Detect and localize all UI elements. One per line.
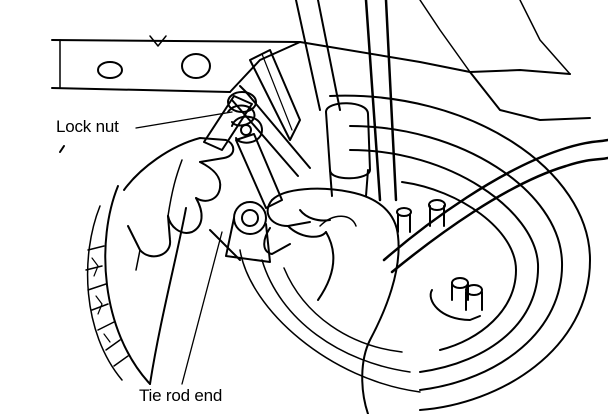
tie-rod-end-label: Tie rod end [139, 386, 223, 405]
lock-nut-leader [135, 111, 233, 129]
brake-disc [239, 94, 591, 411]
label-leaders [59, 111, 233, 385]
wrench-lower [231, 115, 283, 209]
left-hand [123, 137, 235, 385]
tie-rod-end-leader [181, 231, 223, 385]
right-hand [263, 187, 400, 414]
wheel-studs [396, 199, 483, 321]
lock-nut-label: Lock nut [56, 117, 119, 136]
strut-assembly [249, 0, 398, 202]
tie-rod [227, 85, 311, 177]
tie-rod-end [209, 201, 271, 263]
chassis-member [51, 0, 591, 121]
brake-hose [382, 138, 608, 274]
tyre [85, 185, 151, 385]
